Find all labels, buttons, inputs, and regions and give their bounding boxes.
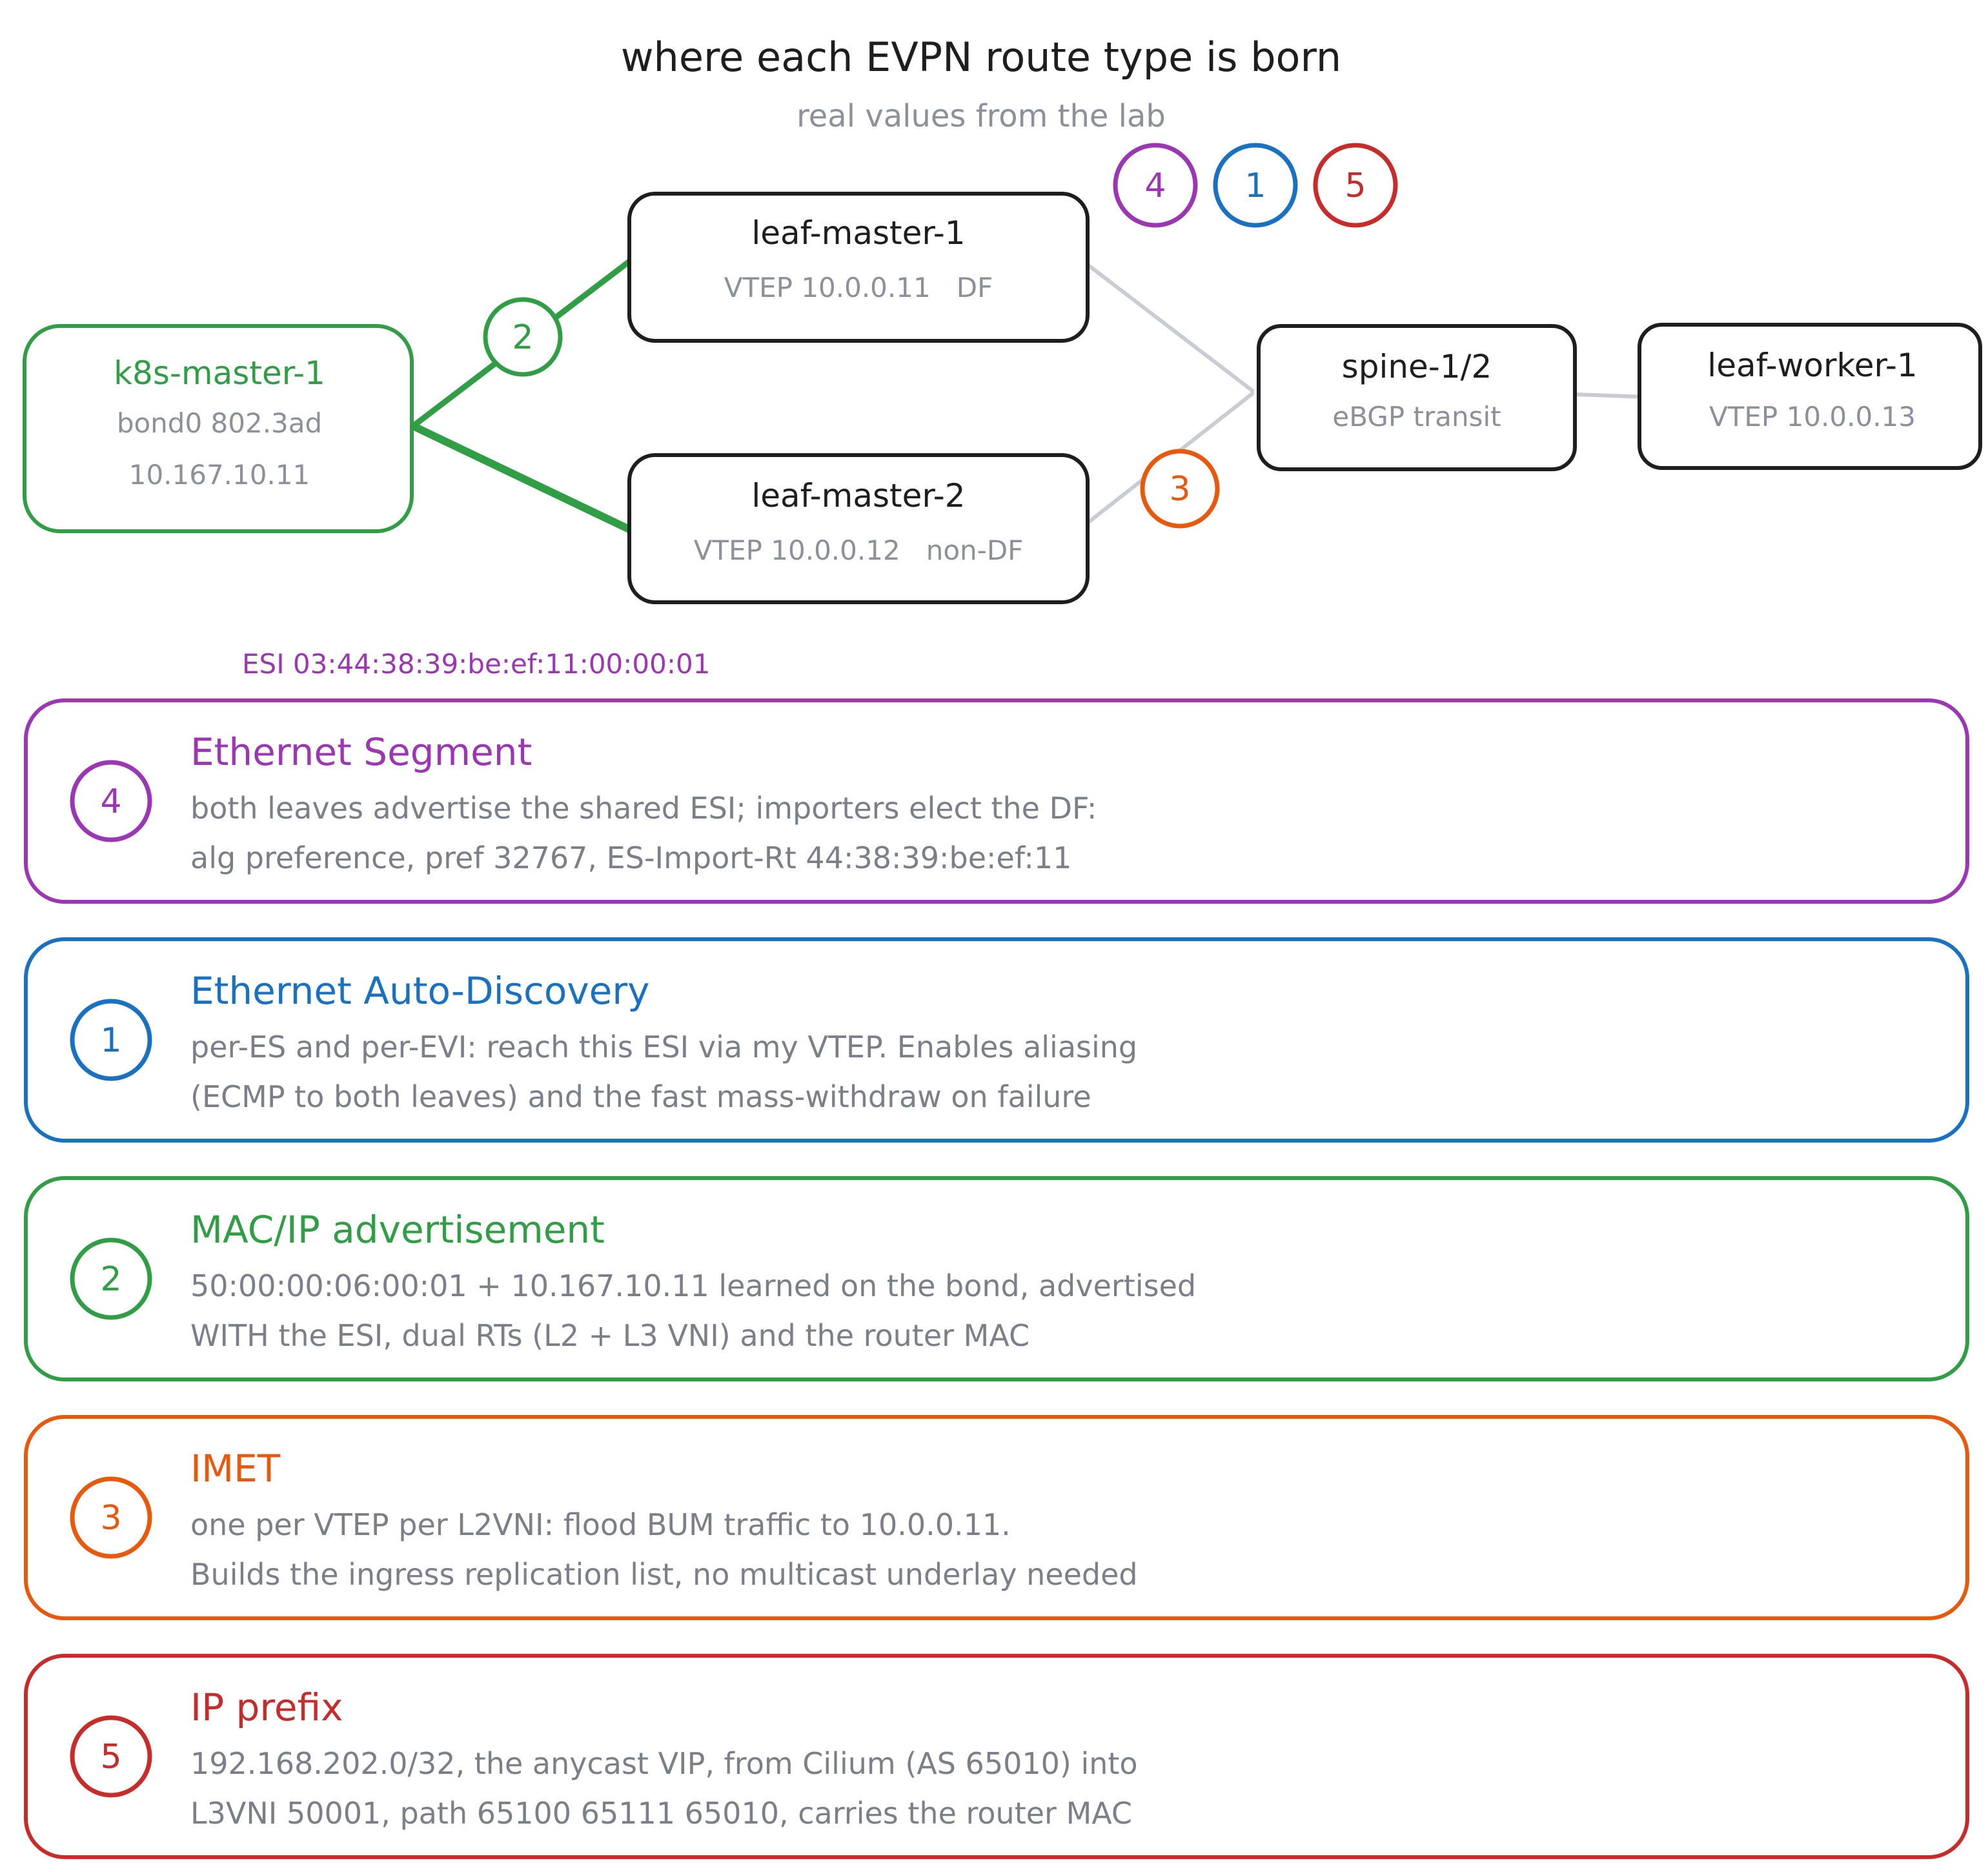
route-title: IP prefix xyxy=(190,1685,343,1729)
route-description-line-1: one per VTEP per L2VNI: flood BUM traffi… xyxy=(190,1507,1011,1542)
route-panel-ethernet-auto-discovery: 1 Ethernet Auto-Discovery per-ES and per-E… xyxy=(24,937,1969,1143)
svg-text:5: 5 xyxy=(1344,167,1366,205)
leaf-worker-1-name: leaf-worker-1 xyxy=(1707,347,1917,384)
leaf-master-2-name: leaf-master-2 xyxy=(751,477,965,514)
route-number-badge xyxy=(70,999,152,1081)
link-leaf-master-1-spine xyxy=(1086,263,1254,392)
route-number: 1 xyxy=(100,1021,121,1060)
badge-route-3-link: 3 xyxy=(1140,449,1220,529)
spine-role: eBGP transit xyxy=(1332,401,1501,432)
route-number: 2 xyxy=(100,1260,121,1299)
route-description-line-2: Builds the ingress replication list, no … xyxy=(190,1557,1138,1592)
route-panel-ip-prefix: 5 IP prefix 192.168.202.0/32, the anycast … xyxy=(24,1654,1969,1859)
badge-route-1-top: 1 xyxy=(1213,143,1298,228)
route-type-list: 4 Ethernet Segment both leaves advertise t… xyxy=(24,698,1969,1859)
node-k8s-master-1: k8s-master-1 bond0 802.3ad 10.167.10.11 xyxy=(23,324,414,533)
route-title: Ethernet Auto-Discovery xyxy=(190,969,650,1013)
node-leaf-master-1: leaf-master-1 VTEP 10.0.0.11 DF xyxy=(627,192,1090,343)
badge-route-5-top: 5 xyxy=(1313,143,1398,228)
route-panel-imet: 3 IMET one per VTEP per L2VNI: flood BUM t… xyxy=(24,1415,1969,1620)
route-number-badge xyxy=(70,1715,152,1798)
route-number: 4 xyxy=(100,782,121,821)
route-description-line-1: 192.168.202.0/32, the anycast VIP, from … xyxy=(190,1746,1138,1781)
route-panel-mac-ip-advertisement: 2 MAC/IP advertisement 50:00:00:06:00:01 +… xyxy=(24,1176,1969,1381)
node-spine: spine-1/2 eBGP transit xyxy=(1257,324,1577,471)
spine-name: spine-1/2 xyxy=(1342,348,1492,385)
route-panel-ethernet-segment: 4 Ethernet Segment both leaves advertise t… xyxy=(24,698,1969,904)
leaf-master-1-name: leaf-master-1 xyxy=(751,214,965,252)
node-leaf-master-2: leaf-master-2 VTEP 10.0.0.12 non-DF xyxy=(627,453,1090,604)
diagram-subtitle: real values from the lab xyxy=(796,98,1166,134)
leaf-master-2-vtep: VTEP 10.0.0.12 non-DF xyxy=(694,534,1024,566)
route-description-line-2: WITH the ESI, dual RTs (L2 + L3 VNI) and… xyxy=(190,1318,1030,1353)
badge-route-4-top: 4 xyxy=(1113,143,1198,228)
svg-text:3: 3 xyxy=(1169,470,1190,509)
leaf-master-1-vtep: VTEP 10.0.0.11 DF xyxy=(724,272,993,303)
svg-text:4: 4 xyxy=(1144,167,1166,205)
route-description-line-2: alg preference, pref 32767, ES-Import-Rt… xyxy=(190,840,1071,875)
diagram-title: where each EVPN route type is born xyxy=(621,34,1341,81)
svg-text:1: 1 xyxy=(1244,167,1266,205)
esi-label: ESI 03:44:38:39:be:ef:11:00:00:01 xyxy=(242,648,710,680)
link-k8s-leaf-master-2 xyxy=(409,422,633,533)
route-number-badge xyxy=(70,760,152,842)
k8s-master-1-ip: 10.167.10.11 xyxy=(129,459,310,491)
node-leaf-worker-1: leaf-worker-1 VTEP 10.0.0.13 xyxy=(1638,323,1982,470)
route-description-line-1: 50:00:00:06:00:01 + 10.167.10.11 learned… xyxy=(190,1268,1196,1303)
route-number-badge xyxy=(70,1237,152,1320)
route-description-line-1: per-ES and per-EVI: reach this ESI via m… xyxy=(190,1030,1137,1064)
svg-text:2: 2 xyxy=(512,318,533,357)
route-title: Ethernet Segment xyxy=(190,730,532,774)
route-number: 3 xyxy=(100,1499,121,1538)
route-title: IMET xyxy=(190,1447,281,1490)
route-title: MAC/IP advertisement xyxy=(190,1208,605,1252)
k8s-master-1-bond: bond0 802.3ad xyxy=(117,407,322,439)
route-description-line-2: L3VNI 50001, path 65100 65111 65010, car… xyxy=(190,1796,1132,1831)
k8s-master-1-name: k8s-master-1 xyxy=(114,354,325,392)
route-number: 5 xyxy=(100,1738,121,1776)
route-description-line-1: both leaves advertise the shared ESI; im… xyxy=(190,791,1097,826)
badge-route-2-link: 2 xyxy=(483,297,563,377)
route-description-line-2: (ECMP to both leaves) and the fast mass-… xyxy=(190,1079,1091,1114)
route-number-badge xyxy=(70,1476,152,1559)
leaf-worker-1-vtep: VTEP 10.0.0.13 xyxy=(1709,401,1916,432)
